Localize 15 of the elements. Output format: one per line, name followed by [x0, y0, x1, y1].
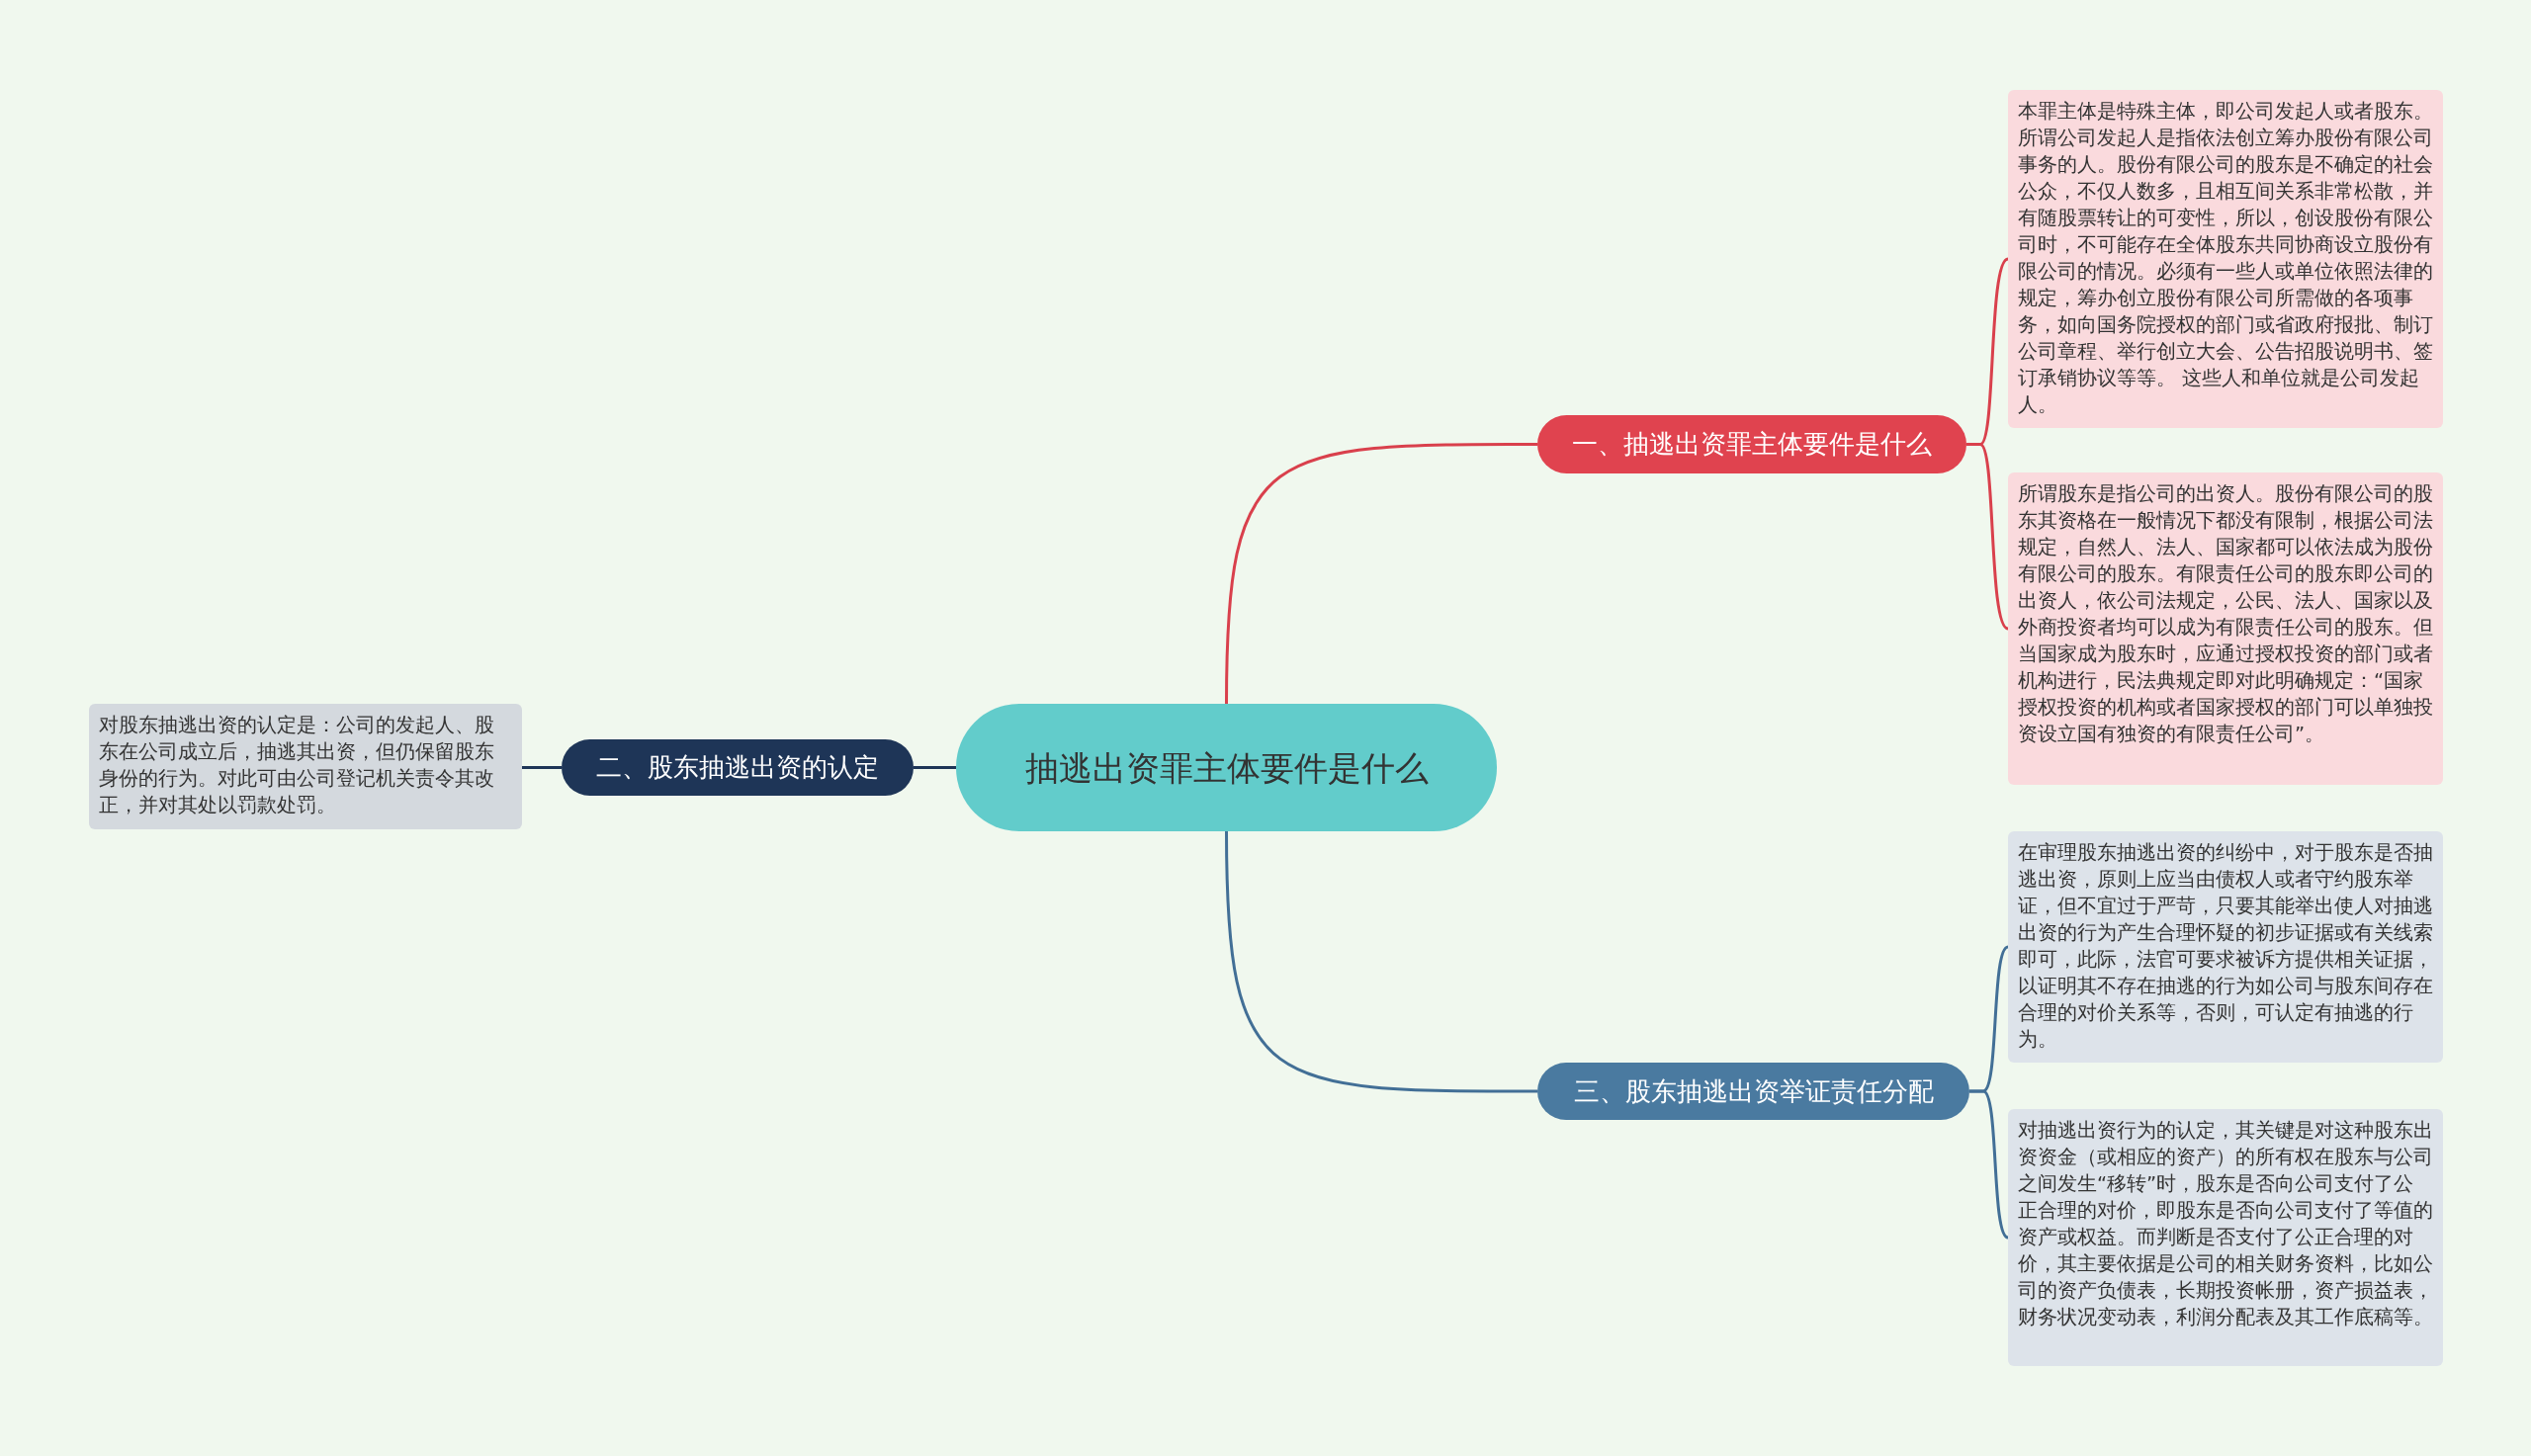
connector-line [1225, 830, 1537, 1093]
connector-line [522, 766, 562, 769]
branch-topic-box: 一、抽逃出资罪主体要件是什么 [1537, 415, 1966, 473]
connector-line [914, 766, 956, 769]
connector-line [1225, 443, 1537, 705]
note-box: 在审理股东抽逃出资的纠纷中，对于股东是否抽逃出资，原则上应当由债权人或者守约股东举证，但不宜过于严苛，只要其能举出使人对抽逃出资的行为产生合理怀疑的初步证据或有关线索即可，此际，法官可要求被诉方提供相关证据，以证明其不存在抽逃的行为如公司与股东间存在合理的对价关系等，否则，可认定有抽逃的行为。 [2008, 831, 2443, 1063]
note-box: 对抽逃出资行为的认定，其关键是对这种股东出资资金（或相应的资产）的所有权在股东与公司之间发生“移转”时，股东是否向公司支付了公正合理的对价，即股东是否向公司支付了等值的资产或权益。而判断是否支付了公正合理的对价，其主要依据是公司的相关财务资料，比如公司的资产负债表，长期投资帐册，资产损益表，财务状况变动表，利润分配表及其工作底稿等。 [2008, 1109, 2443, 1366]
note-box: 所谓股东是指公司的出资人。股份有限公司的股东其资格在一般情况下都没有限制，根据公司法规定，自然人、法人、国家都可以依法成为股份有限公司的股东。有限责任公司的股东即公司的出资人，依公司法规定，公民、法人、国家以及外商投资者均可以成为有限责任公司的股东。但当国家成为股东时，应通过授权投资的部门或者机构进行，民法典规定即对此明确规定：“国家授权投资的机构或者国家授权的部门可以单独投资设立国有独资的有限责任公司”。 [2008, 472, 2443, 785]
connector-line [1969, 1089, 2009, 1240]
branch-topic-box: 二、股东抽逃出资的认定 [562, 739, 914, 796]
connector-line [1966, 443, 2009, 631]
note-box: 本罪主体是特殊主体，即公司发起人或者股东。所谓公司发起人是指依法创立筹办股份有限公司事务的人。股份有限公司的股东是不确定的社会公众，不仅人数多，且相互间关系非常松散，并有随股票转让的可变性，所以，创设股份有限公司时，不可能存在全体股东共同协商设立股份有限公司的情况。必须有一些人或单位依照法律的规定，筹办创立股份有限公司所需做的各项事务，如向国务院授权的部门或省政府报批、制订公司章程、举行创立大会、公告招股说明书、签订承销协议等等。 这些人和单位就是公司发起人。 [2008, 90, 2443, 428]
branch-topic-box: 三、股东抽逃出资举证责任分配 [1537, 1063, 1969, 1120]
central-topic-box: 抽逃出资罪主体要件是什么 [956, 704, 1497, 831]
note-box: 对股东抽逃出资的认定是：公司的发起人、股东在公司成立后，抽逃其出资，但仍保留股东身份的行为。对此可由公司登记机关责令其改正，并对其处以罚款处罚。 [89, 704, 522, 829]
